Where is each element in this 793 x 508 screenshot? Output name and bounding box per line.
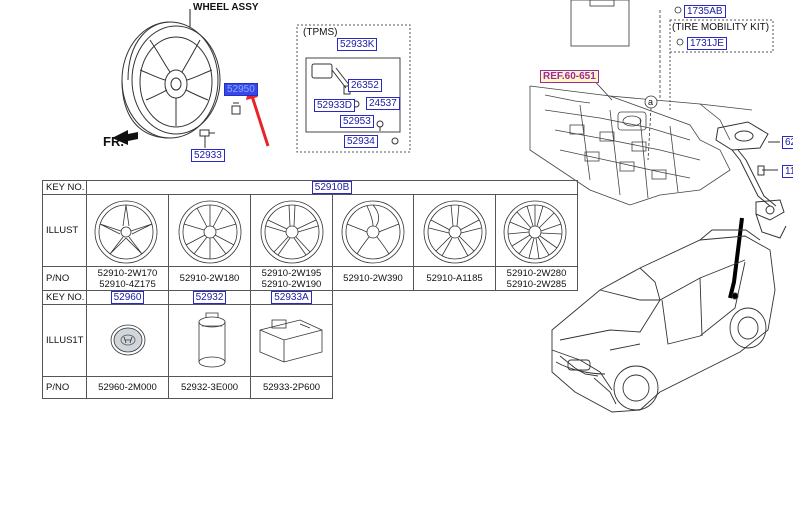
wheel-illust-cell [86,194,169,267]
key-no-header: KEY NO. [42,180,87,195]
part-number: 52910-2W180 [179,273,240,284]
tire-mobility-kit-label: (TIRE MOBILITY KIT) [672,22,770,33]
wheel-pno-cell: 52910-2W170 52910-4Z175 [86,266,169,291]
wheel-illust-cell [332,194,414,267]
part-number: 52932-3E000 [180,382,239,393]
key-tag-52932[interactable]: 52932 [192,291,227,304]
wheel-pno-cell: 52910-2W180 [168,266,251,291]
part-tag-52953[interactable]: 52953 [340,115,374,128]
illust-header: ILLUS1T [42,304,87,377]
wheel-illust-cell [168,194,251,267]
accessory-illust-cell [86,304,169,377]
part-number: 52910-2W285 [506,278,567,290]
part-number: 52910-4Z175 [99,278,156,290]
part-number: 52910-2W390 [343,273,403,284]
wheel-parts-table: KEY NO. 52910B ILLUST P/NO 52910-2W170 5… [42,180,579,291]
key-tag-52910B[interactable]: 52910B [311,181,353,194]
part-number: 52910-A1185 [426,273,483,284]
accessory-illust-cell [250,304,333,377]
pno-header: P/NO [42,376,87,399]
wheel-assy-illustration [121,21,221,139]
wheel-illust-cell [494,194,579,267]
accessory-parts-table: KEY NO. 52960 52932 52933A ILLUS1T P/NO … [42,290,333,399]
ref-tag-60-651[interactable]: REF.60-651 [540,70,599,83]
part-tag-52934[interactable]: 52934 [344,135,378,148]
wheel-pno-cell: 52910-2W195 52910-2W190 [250,266,333,291]
part-tag-1731JE[interactable]: 1731JE [687,37,727,50]
wheel-illust-cell [413,194,496,267]
wheel-pno-cell: 52910-2W390 [332,266,414,291]
tpms-title: (TPMS) [303,27,338,38]
accessory-illust-cell [168,304,251,377]
part-tag-52933[interactable]: 52933 [191,149,225,162]
jack-bracket-illustration [715,121,787,239]
part-tag-52933D[interactable]: 52933D [314,99,356,112]
front-direction-label: FR. [103,134,124,149]
suv-illustration [551,229,776,413]
part-tag-1735AB[interactable]: 1735AB [684,5,726,18]
pno-header: P/NO [42,266,87,291]
key-tag-52933A[interactable]: 52933A [271,291,312,304]
circle-a-label: a [648,97,654,107]
wheel-illust-cell [250,194,333,267]
part-tag-cut-62[interactable]: 62 [782,136,793,149]
part-tag-52933K[interactable]: 52933K [337,38,378,51]
part-number: 52910-2W280 [506,267,567,279]
wheel-assy-label: WHEEL ASSY [193,2,259,13]
wheel-pno-cell: 52910-2W280 52910-2W285 [494,266,579,291]
part-number: 52910-2W170 [97,267,158,279]
wheel-pno-cell: 52910-A1185 [413,266,496,291]
part-tag-52950[interactable]: 52950 [224,83,258,96]
illust-header: ILLUST [42,194,87,267]
part-tag-26352[interactable]: 26352 [348,79,382,92]
part-tag-24537[interactable]: 24537 [366,97,400,110]
key-tag-52960[interactable]: 52960 [110,291,145,304]
part-number: 52960-2M000 [98,382,157,393]
part-tag-cut-11[interactable]: 11 [782,165,793,178]
key-no-header: KEY NO. [42,290,87,305]
part-number: 52910-2W195 [261,267,322,279]
part-number: 52933-2P600 [262,382,321,393]
part-number: 52910-2W190 [261,278,322,290]
